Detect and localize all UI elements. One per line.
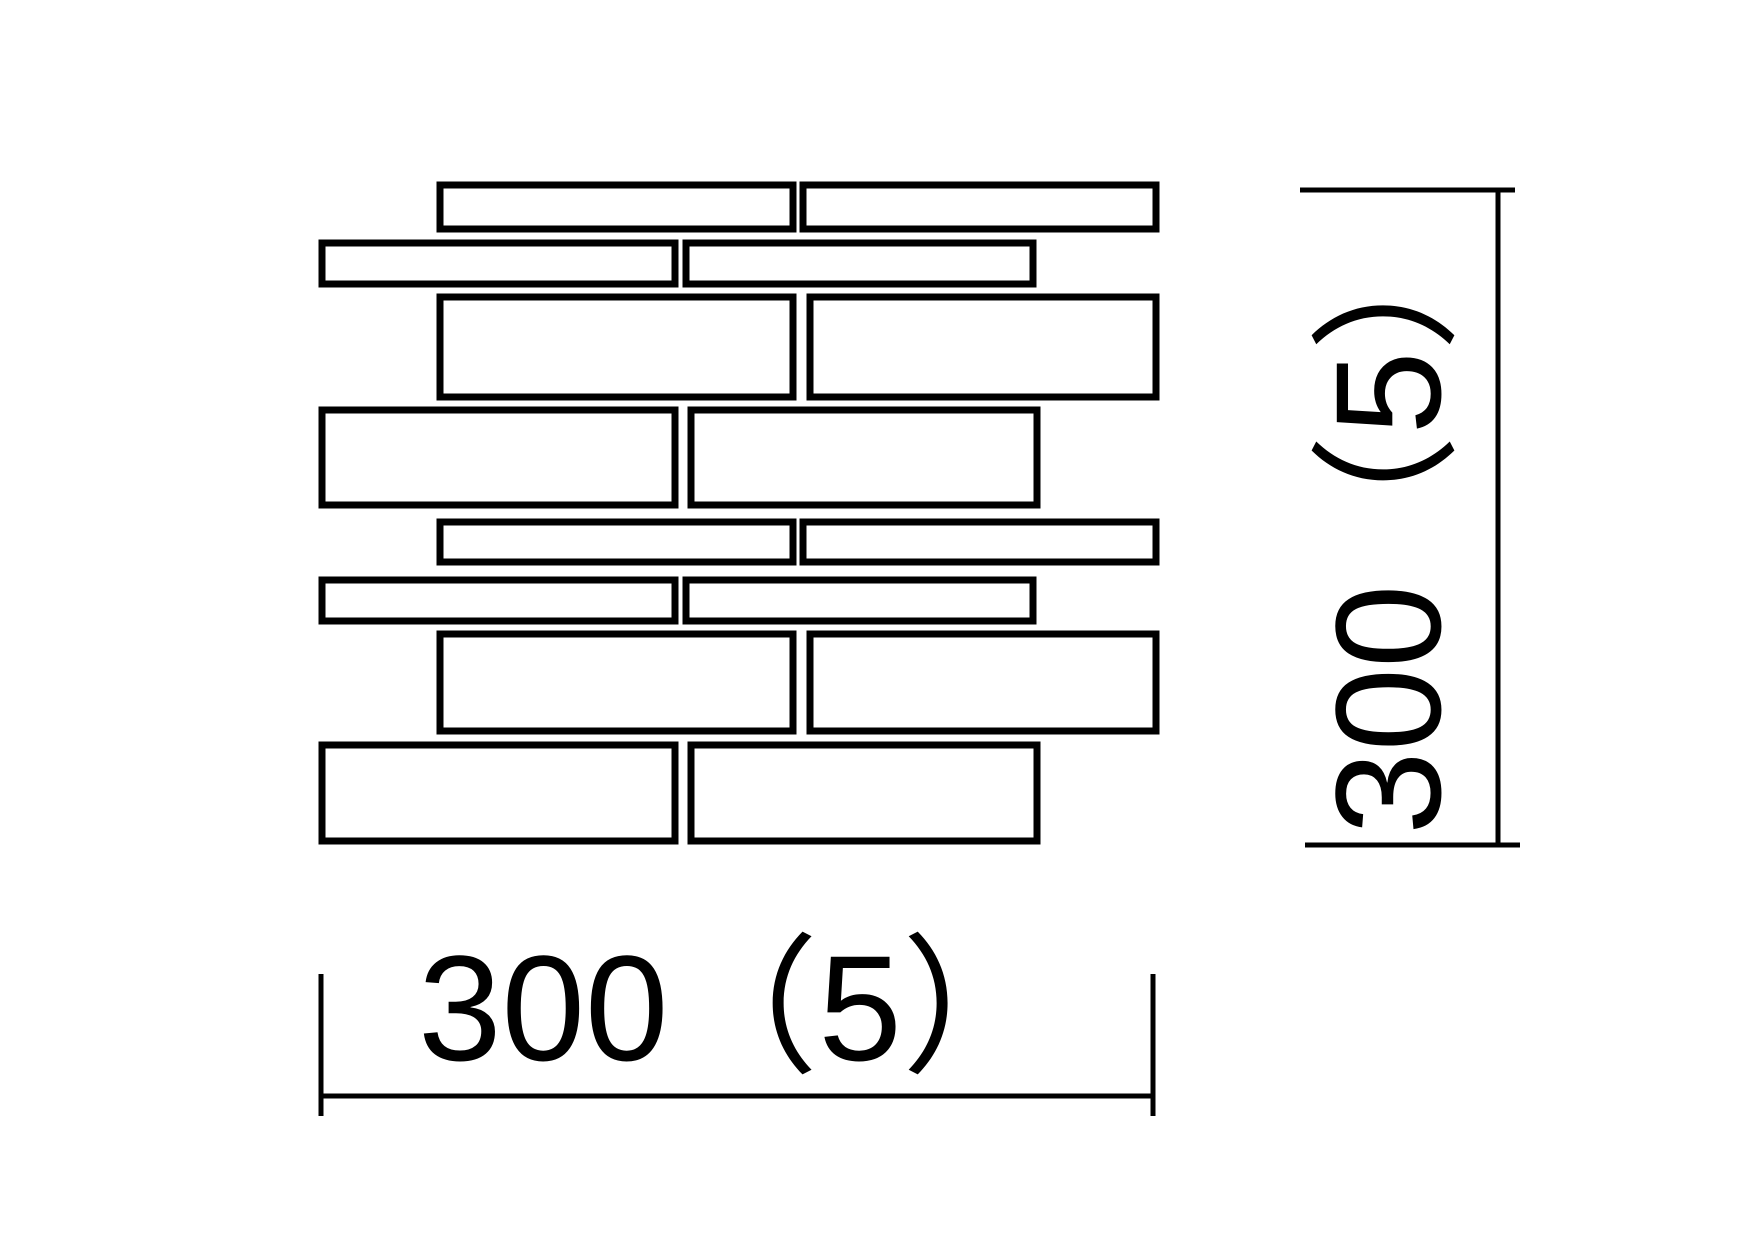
- tile: [318, 239, 679, 288]
- tile: [318, 576, 679, 625]
- width-dimension: 300（5）: [318, 924, 1156, 1116]
- tile: [806, 293, 1160, 401]
- tile: [436, 181, 797, 233]
- tile-layout: [318, 181, 1160, 845]
- height-dimension: 300（5）: [1300, 187, 1520, 848]
- tile: [799, 518, 1160, 566]
- tile: [799, 181, 1160, 233]
- tile: [318, 741, 679, 845]
- tile: [436, 518, 797, 566]
- tile: [687, 406, 1041, 509]
- tile: [687, 741, 1041, 845]
- tile: [318, 406, 679, 509]
- tile: [682, 239, 1037, 288]
- tile: [436, 293, 797, 401]
- height-dimension-label: 300（5）: [1304, 201, 1472, 835]
- width-dimension-label: 300（5）: [418, 924, 1052, 1092]
- tile: [682, 576, 1037, 625]
- tile: [806, 630, 1160, 735]
- tile: [436, 630, 797, 735]
